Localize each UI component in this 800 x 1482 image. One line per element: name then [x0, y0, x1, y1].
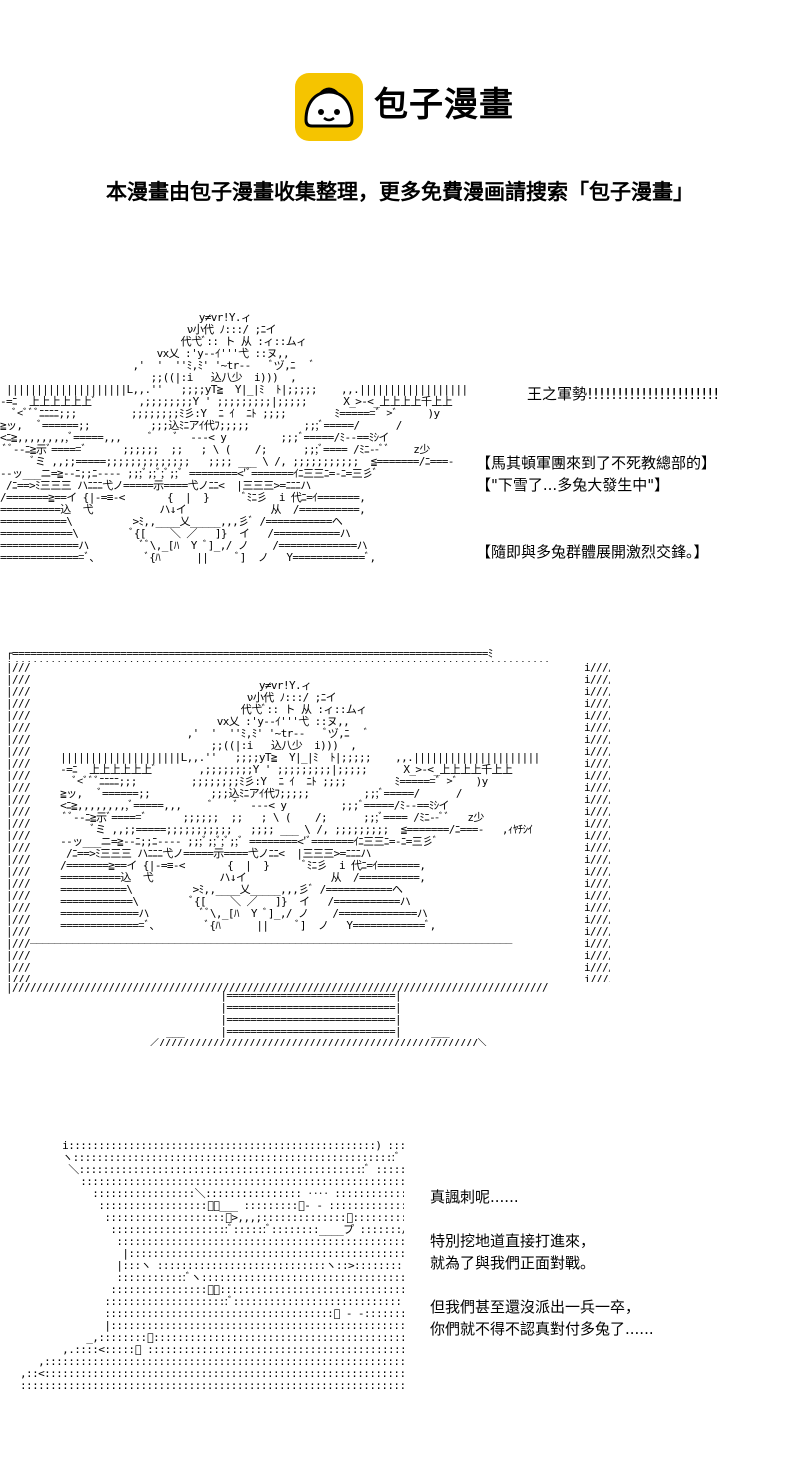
source-banner: 本漫畫由包子漫畫收集整理，更多免費漫画請搜索「包子漫畫」 — [106, 180, 694, 204]
dialogue-line-2: 特別挖地道直接打進來， — [430, 1232, 596, 1250]
baozi-logo-icon — [295, 73, 363, 141]
ascii-art-army: y≠vr!Y.ィ ν小代 ﾉ:::/ ;ﾆイ 代弋ﾞ:: ト 从 :ィ::ムィ … — [0, 312, 470, 564]
tv-stand: |============================| |========… — [148, 990, 489, 1046]
tv-frame-top: ┌=======================================… — [6, 648, 549, 662]
dialogue-line-3: 就為了與我們正面對戰。 — [430, 1254, 596, 1272]
dialogue-line-5: 你們就不得不認真對付多兔了...... — [430, 1320, 654, 1338]
ascii-art-figure: i:::::::::::::::::::::::::::::::::::::::… — [20, 1140, 404, 1390]
tv-frame-left: |///! |///! |///! |///! |///! |///! |///… — [6, 662, 32, 982]
caption-army: 王之軍勢!!!!!!!!!!!!!!!!!!!!!! — [527, 385, 720, 403]
tv-frame-bottom: |///////////////////////////////////////… — [6, 982, 549, 994]
caption-line-1: 【馬其頓軍團來到了不死教總部的】 — [476, 454, 717, 472]
ascii-art-army-on-tv: y≠vr!Y.ィ ν小代 ﾉ:::/ ;ﾆイ 代弋ﾞ:: ト 从 :ィ::ムィ … — [30, 680, 540, 944]
caption-line-2: 【"下雪了...多兔大發生中"】 — [476, 476, 670, 494]
caption-line-3: 【隨即與多兔群體展開激烈交鋒。】 — [476, 543, 709, 561]
dialogue-line-1: 真諷刺呢...... — [430, 1188, 519, 1206]
tv-frame-right: i////| i////| i////| i////| i////| i////… — [584, 662, 610, 982]
dialogue-line-4: 但我們甚至還沒派出一兵一卒， — [430, 1298, 641, 1316]
tv-frame: ┌=======================================… — [6, 648, 612, 994]
logo-text: 包子漫畫 — [374, 85, 514, 125]
